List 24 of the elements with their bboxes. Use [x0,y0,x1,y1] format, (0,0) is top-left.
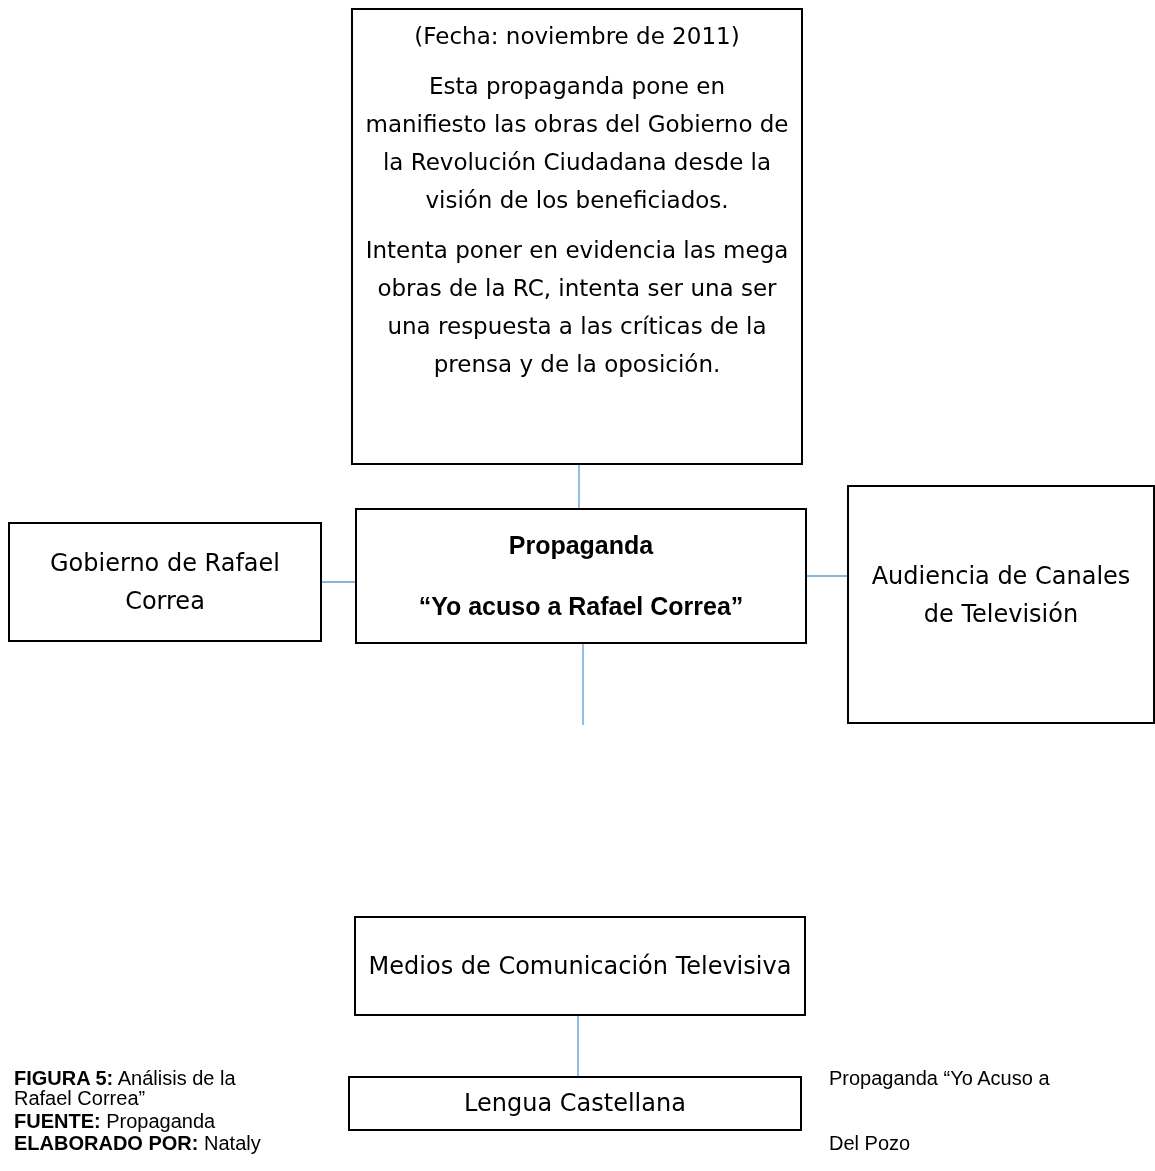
caption-text: ELABORADO POR: Nataly [14,1132,261,1155]
box-heading: Propaganda [508,529,654,561]
connector-line [578,464,580,509]
box-text: Medios de Comunicación Televisiva [368,950,792,982]
text-box [355,508,807,644]
caption-text: Del Pozo [829,1131,911,1155]
box-text: Esta propaganda pone en manifiesto las obras del Gobierno de la Revolución Ciudadana desde la visión de los beneficiados. [365,71,789,215]
connector-line [806,575,848,577]
box-text: Gobierno de Rafael Correa [49,547,281,617]
text-box [847,485,1155,724]
box-text: Lengua Castellana [464,1088,686,1120]
text-box [354,916,806,1016]
connector-line [582,643,584,726]
connector-line [577,1015,579,1077]
box-text: Intenta poner en evidencia las mega obras de la RC, intenta ser una ser una respuesta a las críticas de la prensa y de la oposición. [365,235,789,379]
connector-line [321,581,356,583]
caption-text: FUENTE: Propaganda [14,1109,216,1133]
caption-text: Propaganda “Yo Acuso a [829,1066,1050,1090]
text-box [351,8,803,465]
box-text: “Yo acuso a Rafael Correa” [418,591,744,622]
date-text: (Fecha: noviembre de 2011) [414,22,740,51]
text-box [348,1076,802,1131]
text-box [8,522,322,642]
box-text: Audiencia de Canales de Televisión [870,561,1132,631]
